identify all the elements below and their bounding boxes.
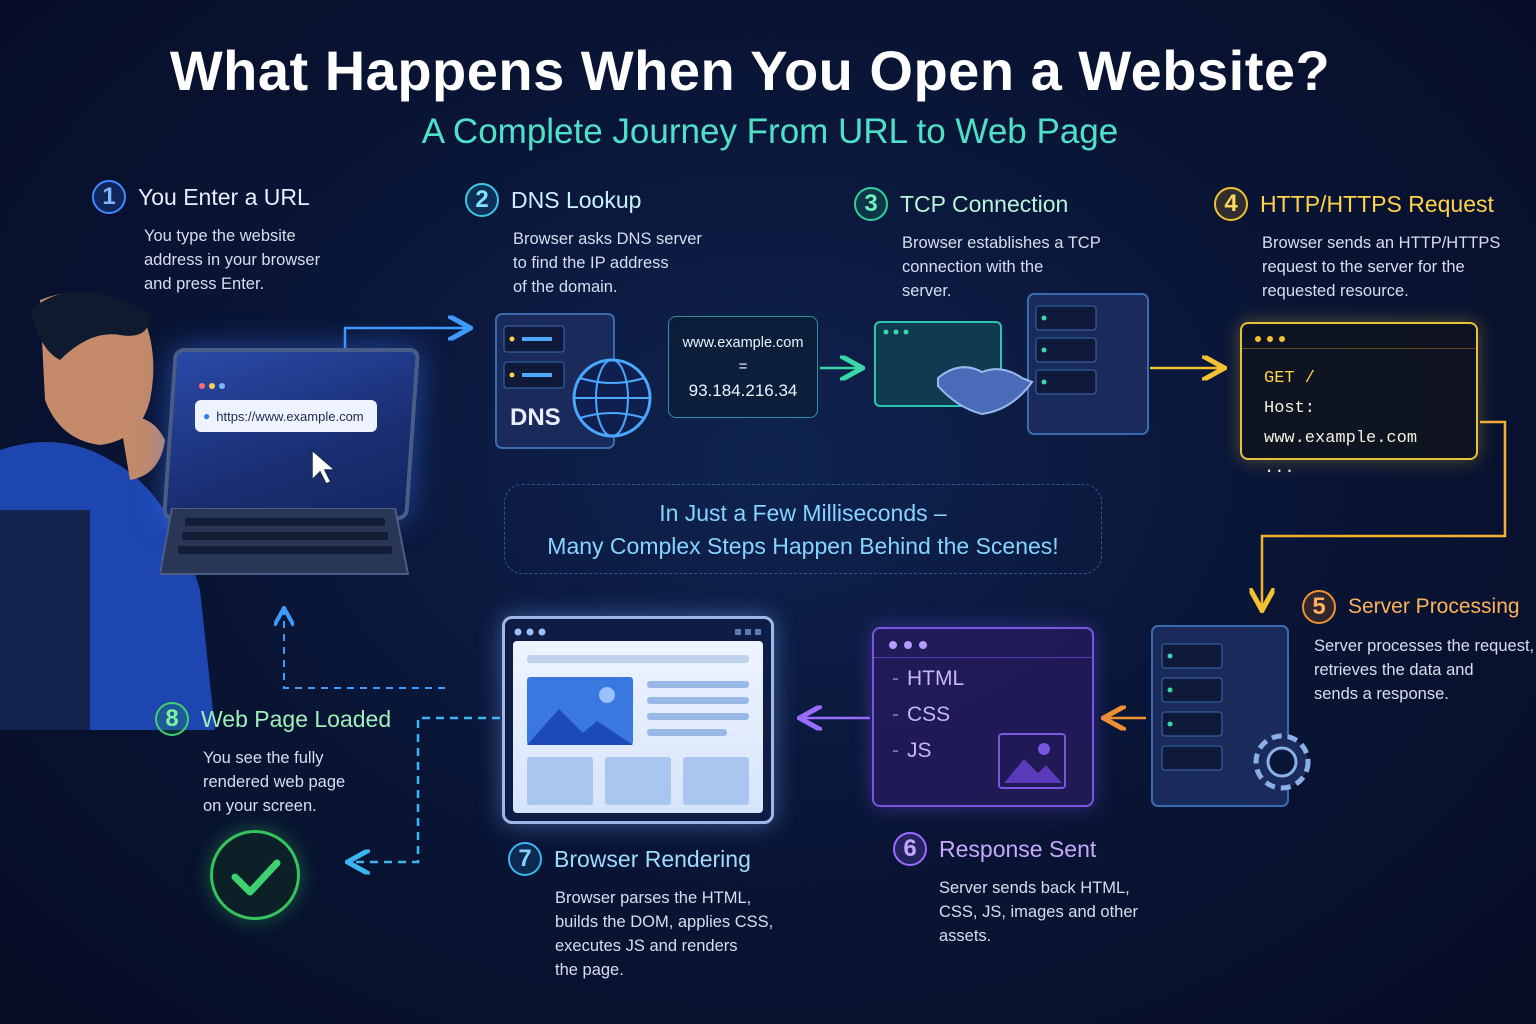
url-bar[interactable]: ● https://www.example.com	[195, 400, 377, 432]
arrow-7-to-8	[350, 716, 500, 862]
page-subtitle: A Complete Journey From URL to Web Page	[421, 112, 1119, 151]
step-title: Server Processing	[1348, 595, 1520, 618]
step-number: 4	[1214, 187, 1248, 221]
arrow-1-to-2	[343, 328, 468, 350]
check-icon	[231, 859, 281, 896]
step-description: Server sends back HTML, CSS, JS, images …	[939, 879, 1139, 945]
step-title: You Enter a URL	[138, 183, 310, 210]
center-note: In Just a Few Milliseconds – Many Comple…	[504, 484, 1102, 574]
image-icon	[998, 733, 1066, 789]
step-title: HTTP/HTTPS Request	[1260, 190, 1494, 217]
globe-icon: ●	[203, 409, 211, 423]
window-dots	[1255, 336, 1285, 342]
step-number: 6	[893, 832, 927, 866]
step-2: 2 DNS Lookup Browser asks DNS server to …	[465, 183, 702, 299]
step-title: Browser Rendering	[554, 845, 751, 872]
step-4: 4 HTTP/HTTPS Request Browser sends an HT…	[1214, 187, 1500, 303]
http-host-line: Host: www.example.com	[1264, 399, 1418, 448]
arrow-4-to-5	[1262, 420, 1507, 608]
step-6: 6 Response Sent Server sends back HTML, …	[893, 832, 1138, 948]
step-title: Web Page Loaded	[201, 705, 392, 732]
arrow-loop-back	[284, 610, 445, 689]
step-5: 5 Server Processing Server processes the…	[1302, 590, 1534, 706]
http-request-box: GET / Host: www.example.com ...	[1240, 322, 1478, 478]
url-text: https://www.example.com	[216, 408, 364, 424]
step-number: 3	[854, 187, 888, 221]
window-dots	[514, 628, 761, 636]
center-note-line-1: In Just a Few Milliseconds –	[659, 500, 947, 526]
step-description: You type the website address in your bro…	[144, 227, 321, 293]
server-processing-icon	[1151, 625, 1311, 807]
http-ellipsis-line: ...	[1264, 459, 1295, 478]
step-3: 3 TCP Connection Browser establishes a T…	[854, 187, 1101, 303]
success-check	[210, 830, 300, 920]
step-number: 5	[1302, 590, 1336, 624]
person-illustration	[0, 291, 215, 730]
step-description: Browser asks DNS server to find the IP a…	[513, 230, 702, 296]
step-description: You see the fully rendered web page on y…	[203, 749, 346, 815]
response-item: -HTML	[892, 667, 965, 690]
step-description: Server processes the request, retrieves …	[1314, 637, 1535, 703]
response-box: -HTML -CSS -JS	[872, 627, 1094, 807]
step-1: 1 You Enter a URL You type the website a…	[92, 180, 320, 296]
dns-equals: =	[738, 358, 748, 375]
gear-icon	[1253, 733, 1311, 791]
step-number: 8	[155, 702, 189, 736]
window-dots	[889, 641, 927, 649]
dns-server-icon	[495, 313, 652, 449]
window-dots	[198, 378, 238, 396]
step-7: 7 Browser Rendering Browser parses the H…	[508, 842, 773, 982]
step-8: 8 Web Page Loaded You see the fully rend…	[155, 702, 391, 818]
handshake-icon	[937, 366, 1034, 416]
page-title: What Happens When You Open a Website?	[169, 39, 1331, 102]
dns-domain: www.example.com	[682, 335, 804, 351]
center-note-line-2: Many Complex Steps Happen Behind the Sce…	[547, 533, 1059, 559]
step-number: 1	[92, 180, 126, 214]
dns-ip: 93.184.216.34	[688, 381, 798, 400]
rendered-browser-window	[502, 616, 774, 824]
step-title: TCP Connection	[900, 190, 1069, 217]
dns-label: DNS	[510, 404, 561, 431]
image-icon	[527, 709, 633, 745]
step-number: 2	[465, 183, 499, 217]
step-description: Browser establishes a TCP connection wit…	[902, 234, 1101, 300]
step-title: Response Sent	[939, 835, 1097, 862]
laptop-keyboard	[160, 508, 410, 575]
http-request-line: GET /	[1264, 369, 1316, 388]
response-item: -JS	[892, 739, 932, 762]
response-item: -CSS	[892, 703, 951, 726]
step-description: Browser sends an HTTP/HTTPS request to t…	[1262, 234, 1501, 300]
step-title: DNS Lookup	[511, 186, 642, 213]
tcp-handshake-illustration	[874, 293, 1149, 435]
step-number: 7	[508, 842, 542, 876]
page-layout-illustration	[527, 655, 749, 805]
dns-mapping-box: www.example.com = 93.184.216.34	[668, 316, 818, 418]
step-description: Browser parses the HTML, builds the DOM,…	[555, 889, 774, 979]
cursor-icon	[311, 448, 336, 485]
laptop-screen	[161, 348, 421, 520]
